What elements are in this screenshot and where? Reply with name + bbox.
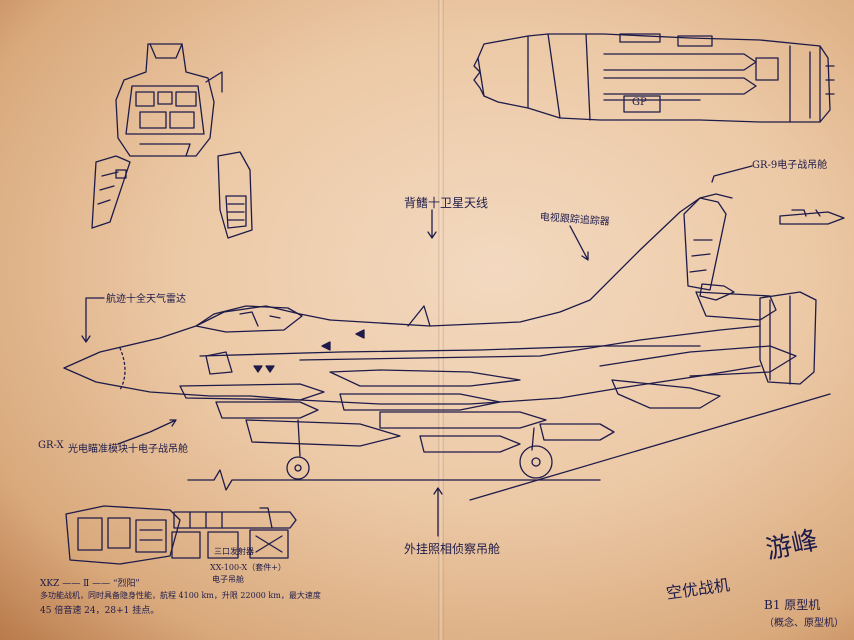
fighter-jet-side-view [63,193,831,501]
notes-line-2: 多功能战机，同时具备隐身性能，航程 4100 km，升限 22000 km，最大… [40,591,321,600]
pod-caption-2: 电子吊舱 [212,575,244,584]
side-sensor-prefix: GR-X [38,440,64,451]
gun-pod-sketch [779,209,845,225]
side-sensor-label: 光电瞄准模块十电子战吊舱 [68,444,188,455]
pod-caption: XX-100-X（套件+） [210,563,286,572]
prototype-note: （概念、原型机） [764,618,844,629]
prototype-label: B1 原型机 [764,598,821,612]
crate-caption: 三口发射器 [214,547,254,556]
notes-line-1: XKZ —— Ⅱ —— “烈阳" [40,579,140,589]
annotation-leaders [81,165,753,537]
equipment-sketches [65,505,297,565]
external-pod-label: 外挂照相侦察吊舱 [404,542,501,556]
notes-line-3: 45 倍音速 24，28+1 挂点。 [40,606,160,616]
dorsal-antenna-label: 背鳍十卫星天线 [404,196,489,210]
canopy-sensor-label: 航迹十全天气雷达 [106,294,186,305]
paper-fold-line [438,0,444,640]
ecm-pod-label: GR-9电子战吊舱 [752,160,828,171]
fuselage-top-view [473,33,835,123]
pod-tag-gp: GP [632,97,647,108]
cockpit-sketch [91,43,253,239]
